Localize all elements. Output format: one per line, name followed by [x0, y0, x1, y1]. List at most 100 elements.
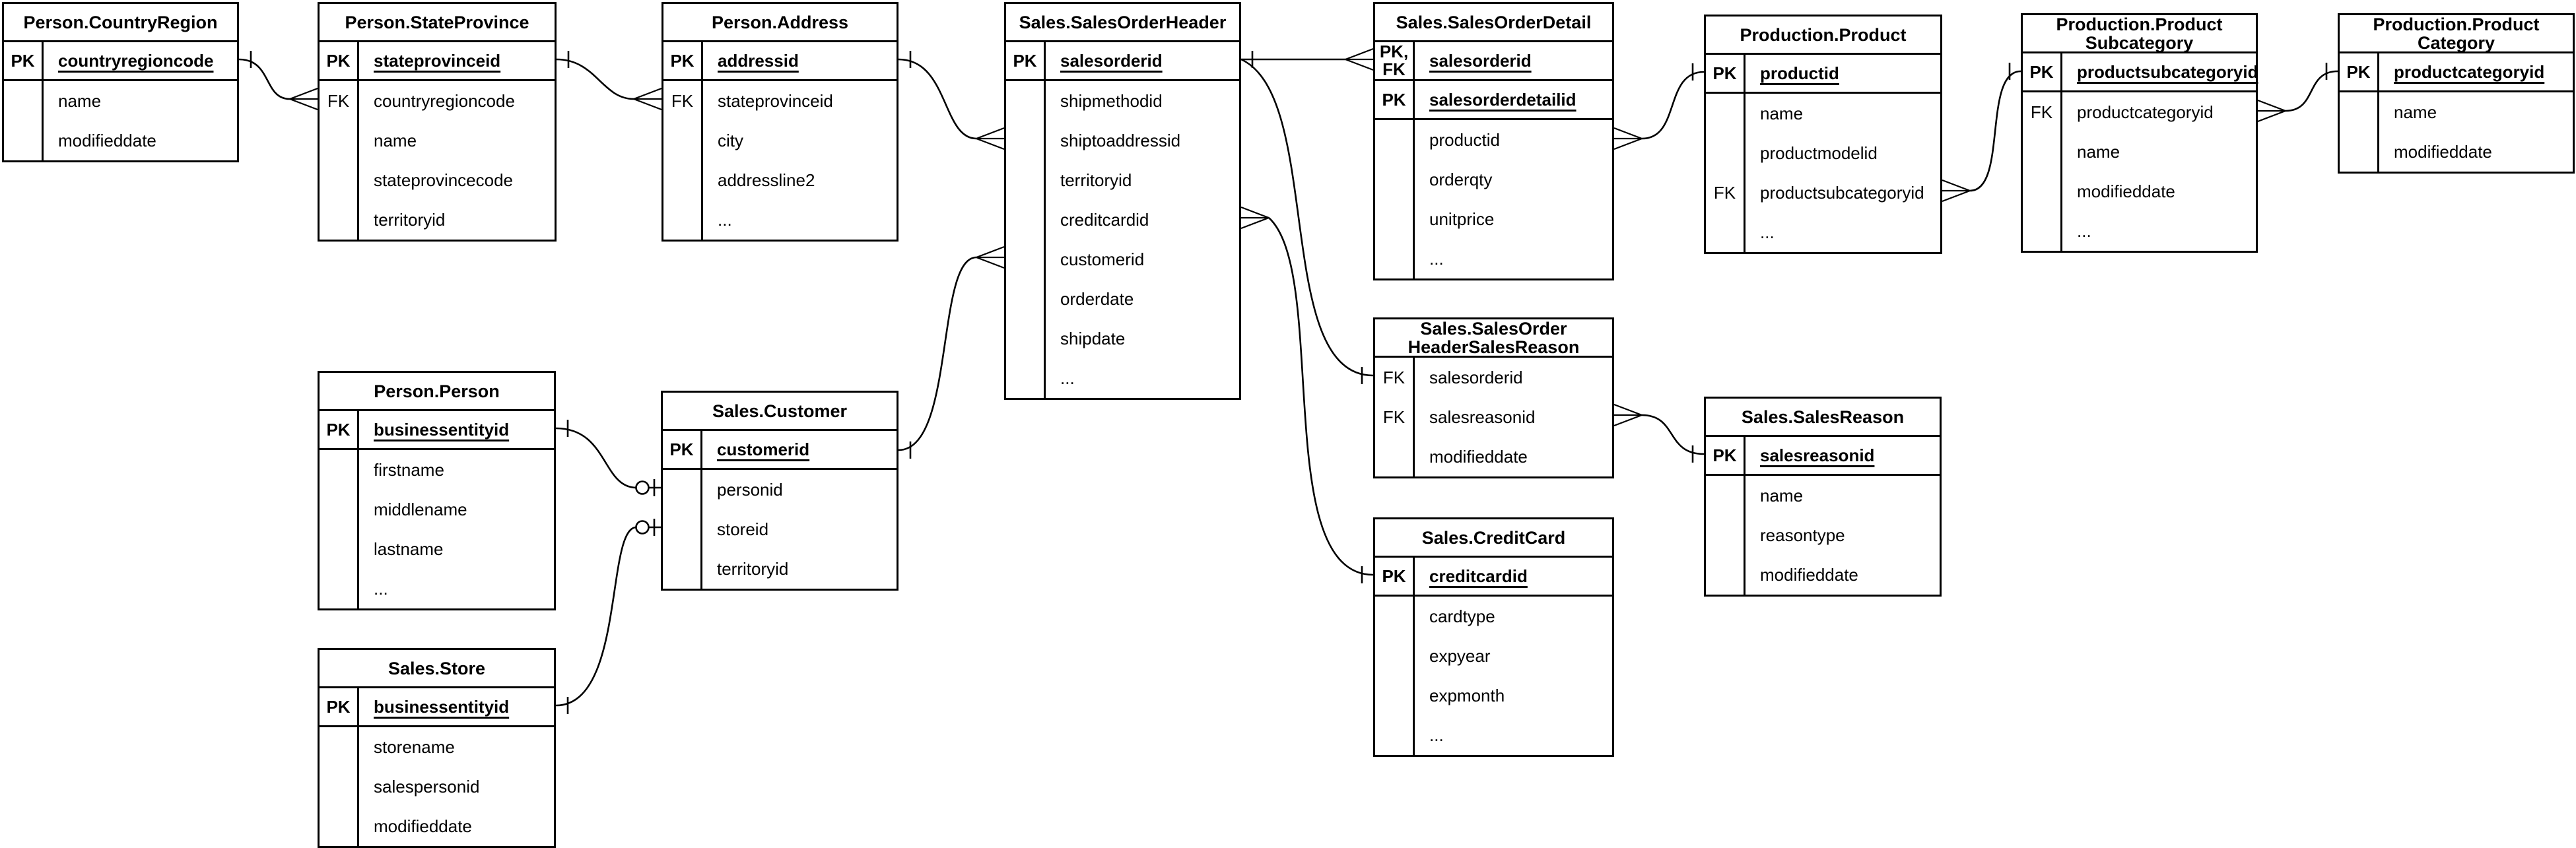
attribute-row: middlename	[320, 490, 554, 529]
attribute-name: unitprice	[1429, 209, 1495, 229]
attribute-row: shiptoaddressid	[1006, 121, 1239, 160]
attribute-name: ...	[718, 209, 732, 230]
entity-title-line: Production.Product	[1740, 24, 1907, 45]
attribute-name: salesorderid	[1060, 50, 1163, 71]
relationship-Sales.Store-Sales.Customer[interactable]	[555, 519, 661, 714]
key-badge	[1375, 120, 1415, 160]
entity-title: Sales.SalesOrderDetail	[1375, 4, 1612, 42]
key-badge	[663, 509, 702, 549]
attribute-row: modifieddate	[1375, 437, 1612, 476]
relationship-Sales.CreditCard-Sales.SalesOrderHeader[interactable]	[1240, 206, 1374, 583]
attribute-name: personid	[717, 479, 783, 500]
attribute-row: unitprice	[1375, 199, 1612, 239]
entity-title-line: HeaderSalesReason	[1407, 337, 1580, 357]
attribute-name: expmonth	[1429, 685, 1505, 705]
attribute-name: productid	[1429, 129, 1500, 150]
attribute-name: salespersonid	[374, 776, 480, 797]
entity-title-line: Sales.Store	[388, 658, 486, 678]
entity-title: Sales.Store	[320, 650, 554, 688]
relationship-Person.Person-Sales.Customer[interactable]	[555, 420, 661, 496]
attribute-name: ...	[2077, 220, 2091, 241]
relationship-Sales.SalesOrderHeader-Sales.SalesOrderDetail[interactable]	[1241, 48, 1374, 71]
attribute-row: ...	[2023, 211, 2256, 251]
relationship-Production.Product-Sales.SalesOrderDetail[interactable]	[1613, 63, 1705, 150]
key-badge	[1006, 121, 1046, 160]
key-badge: FK	[1375, 358, 1415, 397]
entity-title-line: Sales.CreditCard	[1421, 527, 1566, 548]
attribute-name: name	[374, 130, 417, 150]
relationship-Person.CountryRegion-Person.StateProvince[interactable]	[238, 51, 318, 111]
attribute-row: customerid	[1006, 240, 1239, 279]
attribute-row: orderdate	[1006, 279, 1239, 319]
entity-title-line: Person.Address	[711, 12, 849, 32]
key-badge	[1375, 160, 1415, 199]
key-badge	[320, 727, 359, 767]
attribute-name: territoryid	[374, 209, 446, 230]
key-badge	[1706, 94, 1746, 133]
entity-title-line: Sales.SalesOrderHeader	[1019, 12, 1227, 32]
relationship-Person.StateProvince-Person.Address[interactable]	[556, 51, 662, 111]
key-badge	[1375, 715, 1415, 755]
entity-title-line: Person.StateProvince	[345, 12, 529, 32]
attribute-row: city	[663, 121, 897, 160]
attribute-name: salesreasonid	[1760, 445, 1875, 465]
key-badge	[2340, 92, 2379, 132]
relationship-Production.ProductSubcategory-Production.Product[interactable]	[1942, 63, 2021, 203]
key-badge	[1006, 358, 1046, 398]
attribute-row: ...	[320, 569, 554, 608]
attribute-name: name	[1760, 485, 1804, 506]
relationship-Person.Address-Sales.SalesOrderHeader[interactable]	[898, 51, 1005, 150]
attribute-name: shipdate	[1060, 328, 1126, 348]
attribute-row: firstname	[320, 450, 554, 490]
key-badge: PK	[320, 42, 359, 79]
entity-title: Sales.SalesOrderHeader	[1006, 4, 1239, 42]
relationship-Sales.SalesOrderHeader-Sales.SalesOrderHeaderSalesReason[interactable]	[1240, 58, 1374, 384]
key-badge	[2023, 211, 2062, 251]
attribute-name: countryregioncode	[374, 90, 515, 111]
attribute-row: name	[4, 81, 237, 121]
key-badge	[663, 160, 703, 200]
attribute-row: name	[1706, 94, 1940, 133]
attribute-name: stateprovinceid	[374, 50, 501, 71]
relationship-Production.ProductCategory-Production.ProductSubcategory[interactable]	[2257, 63, 2338, 123]
attribute-row: cardtype	[1375, 597, 1612, 636]
attribute-row: name	[2340, 92, 2573, 132]
entity-title-line: Person.CountryRegion	[23, 12, 218, 32]
key-badge	[1706, 515, 1746, 555]
key-badge	[320, 806, 359, 846]
attribute-name: modifieddate	[2077, 181, 2175, 201]
attribute-name: modifieddate	[374, 816, 472, 836]
key-badge: PK	[663, 431, 702, 468]
key-badge	[320, 490, 359, 529]
entity-title: Person.CountryRegion	[4, 4, 237, 42]
attribute-name: businessentityid	[374, 696, 510, 717]
attribute-name: salesreasonid	[1429, 407, 1536, 427]
entity-title: Production.Product	[1706, 16, 1940, 55]
key-badge: PK	[663, 42, 703, 79]
relationship-Sales.SalesReason-Sales.SalesOrderHeaderSalesReason[interactable]	[1613, 403, 1705, 463]
relationship-Sales.Customer-Sales.SalesOrderHeader[interactable]	[898, 245, 1005, 459]
entity-title: Person.Person	[320, 373, 554, 411]
